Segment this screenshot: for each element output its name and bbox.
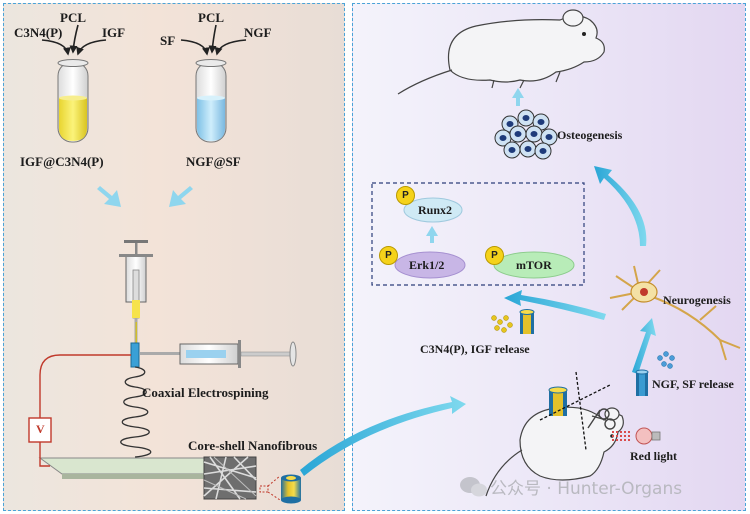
voltage-circuit: [39, 354, 131, 467]
release-particles-blue: [657, 351, 675, 369]
label-erk: Erk1/2: [409, 258, 445, 272]
fiber-jet: [120, 366, 152, 458]
label-ngf-sf: NGF@SF: [186, 154, 241, 169]
label-release-2: NGF, SF release: [652, 377, 734, 391]
label-release-1: C3N4(P), IGF release: [420, 342, 530, 356]
scissors-icon: [587, 408, 616, 430]
label-neurogenesis: Neurogenesis: [663, 293, 731, 307]
label-igf: IGF: [102, 25, 126, 40]
arrow-to-neuron: [632, 318, 656, 374]
release-particles-yellow: [491, 315, 513, 333]
flow-arrows-left: [97, 186, 193, 207]
label-igf-c3n4: IGF@C3N4(P): [20, 154, 104, 169]
erk-node: [394, 251, 466, 279]
label-core-shell: Core-shell Nanofibrous: [188, 438, 318, 453]
phospho-badge-erk: P: [379, 246, 398, 265]
voltage-source: [28, 417, 52, 443]
incision-lines: [539, 371, 611, 451]
mouse-top: [397, 9, 605, 95]
tube2-input-arrows: [180, 24, 247, 56]
label-pcl-1: PCL: [60, 10, 86, 25]
tube1-input-arrows: [41, 24, 107, 56]
label-pcl-2: PCL: [198, 10, 224, 25]
wechat-icon: [460, 477, 487, 497]
up-arrows: [426, 88, 524, 243]
label-electrospinning: Coaxial Electrospining: [142, 385, 269, 400]
label-c3n4: C3N4(P): [14, 25, 63, 40]
core-shell-fiber: [281, 474, 301, 504]
osteocyte-cluster: [494, 109, 558, 160]
neuron-nucleus: [640, 288, 648, 296]
voltage-symbol: V: [36, 422, 45, 436]
label-red-light: Red light: [630, 449, 678, 463]
watermark: 公众号 · Hunter-Organs: [490, 479, 683, 499]
arrow-to-pathway: [504, 290, 606, 320]
collector-plate: [38, 457, 234, 479]
coaxial-nozzle: [130, 342, 140, 368]
neuron: [609, 265, 741, 361]
scaffold-blue: [635, 369, 649, 396]
signaling-box: [371, 182, 585, 286]
label-ngf: NGF: [244, 25, 272, 40]
label-osteogenesis: Osteogenesis: [557, 128, 623, 142]
arrow-to-osteogenesis: [594, 166, 647, 246]
phospho-badge-mtor: P: [485, 246, 504, 265]
phospho-badge-runx2: P: [396, 186, 415, 205]
label-sf: SF: [160, 33, 176, 48]
runx2-node: [403, 197, 463, 223]
label-runx2: Runx2: [418, 203, 453, 217]
transfer-arrow: [300, 396, 466, 476]
scaffold-yellow: [519, 309, 535, 334]
label-mtor: mTOR: [516, 258, 552, 272]
red-light-bulb: [612, 427, 661, 445]
implant-scaffold: [548, 386, 568, 416]
tube-ngf-sf: [195, 59, 227, 143]
tube-igf-c3n4: [57, 59, 89, 143]
sem-image: [203, 456, 257, 500]
horizontal-syringe: [140, 340, 297, 368]
vertical-syringe: [119, 240, 153, 344]
mtor-node: [493, 251, 575, 279]
